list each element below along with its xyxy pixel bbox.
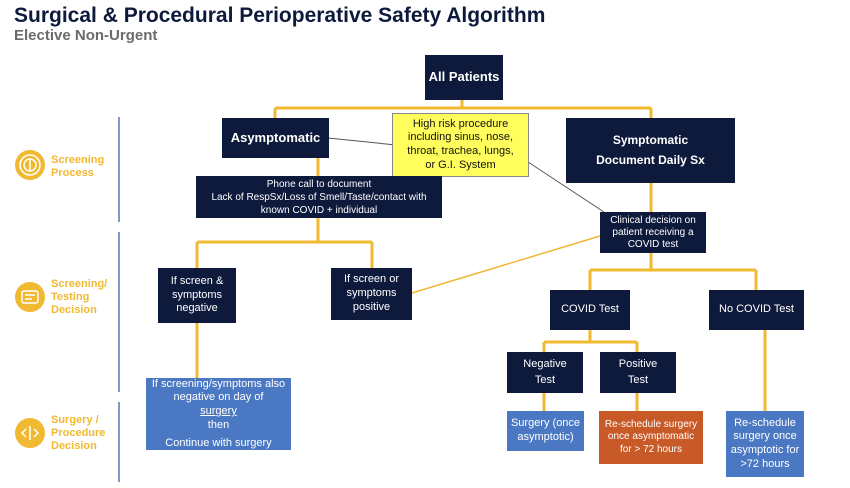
screen-positive-box: If screen or symptoms positive [331, 268, 412, 320]
all-patients-box: All Patients [425, 55, 503, 100]
connector-asym-to-highrisk [327, 137, 397, 146]
surgery-underlined-text: surgery [200, 405, 237, 418]
stage-divider-1 [118, 117, 120, 222]
connector-positive-to-clinical [411, 235, 601, 294]
screening-icon [15, 150, 45, 180]
reschedule-gt72-box: Re-schedule surgery once asymptotic for … [726, 411, 804, 477]
positive-test-box: Positive Test [600, 352, 676, 393]
page-title: Surgical & Procedural Perioperative Safe… [14, 4, 546, 27]
testing-icon [15, 282, 45, 312]
symptomatic-box: Symptomatic Document Daily Sx [566, 118, 735, 183]
phone-call-box: Phone call to document Lack of RespSx/Lo… [196, 176, 442, 218]
negative-test-box: Negative Test [507, 352, 583, 393]
page-subtitle: Elective Non-Urgent [14, 27, 158, 44]
connector-highrisk-to-clinical [524, 159, 605, 213]
decision-arrows-icon [15, 418, 45, 448]
screen-negative-box: If screen & symptoms negative [158, 268, 236, 323]
covid-test-box: COVID Test [550, 290, 630, 330]
high-risk-procedure-box: High risk procedure including sinus, nos… [392, 113, 529, 177]
no-covid-test-box: No COVID Test [709, 290, 804, 330]
reschedule-72-box: Re-schedule surgery once asymptomatic fo… [599, 411, 703, 464]
stage-divider-2 [118, 232, 120, 392]
clinical-decision-box: Clinical decision on patient receiving a… [600, 212, 706, 253]
surgery-once-box: Surgery (once asymptotic) [507, 411, 584, 451]
stage-divider-3 [118, 402, 120, 482]
continue-surgery-box: If screening/symptoms also negative on d… [146, 378, 291, 450]
asymptomatic-box: Asymptomatic [222, 118, 329, 158]
